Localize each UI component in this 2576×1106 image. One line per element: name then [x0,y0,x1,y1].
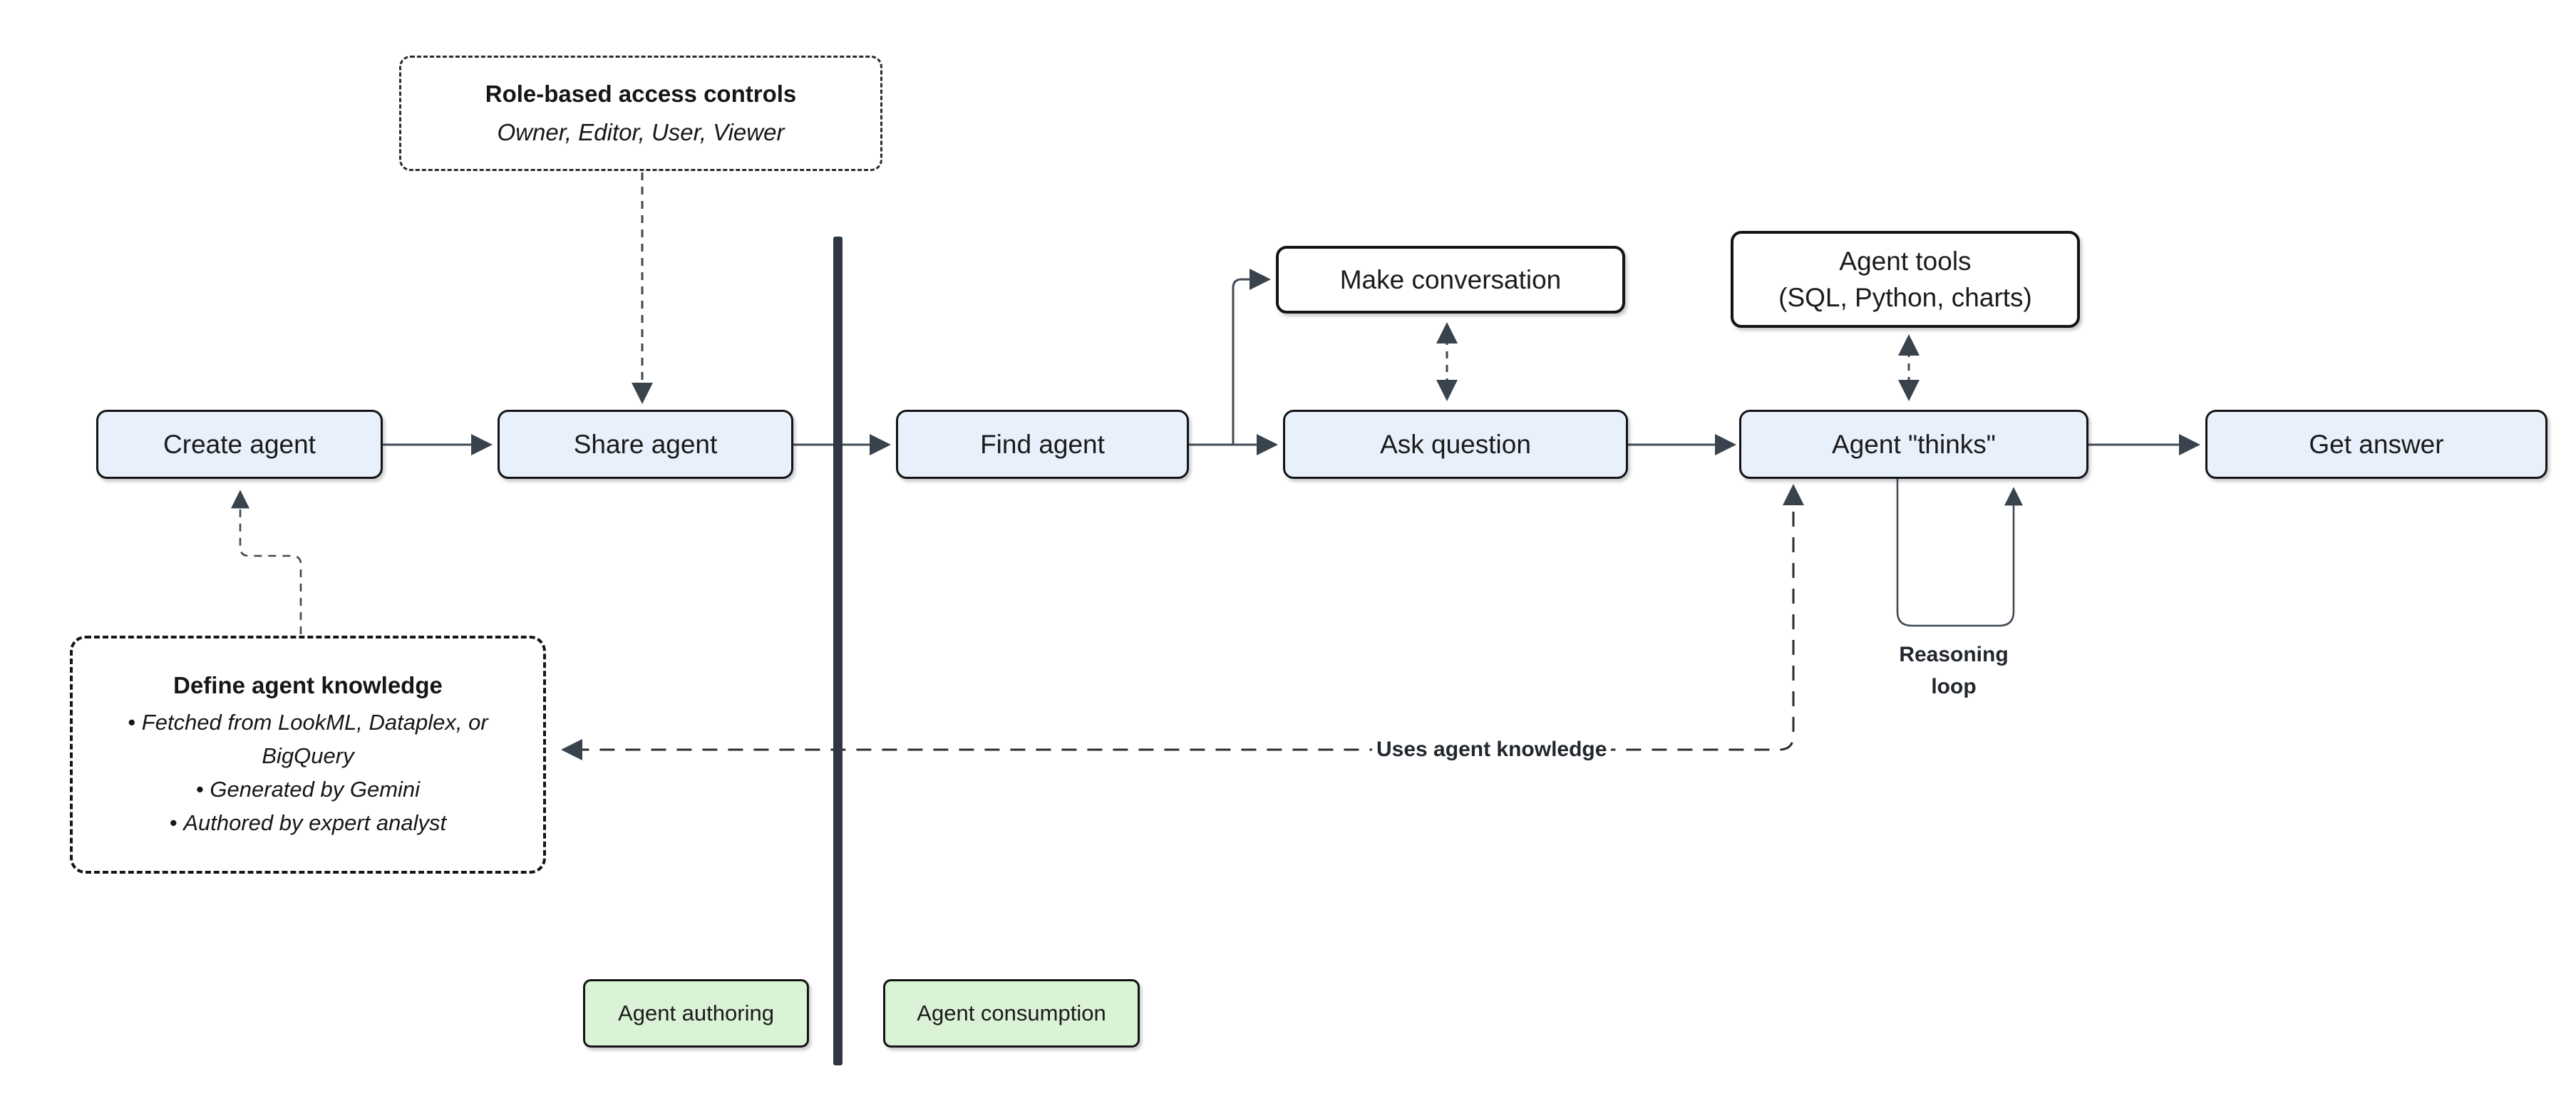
note-knowledge-bullets: Fetched from LookML, Dataplex, or BigQue… [98,706,518,839]
connector-uses-agent-knowledge [561,484,1804,760]
knowledge-bullet-gemini: Generated by Gemini [98,772,518,806]
node-find-agent-label: Find agent [980,429,1105,459]
connector-reasoning-loop [1896,479,2023,627]
note-rbac-roles: Owner, Editor, User, Viewer [497,119,785,145]
node-find-agent: Find agent [896,410,1189,479]
note-knowledge-title: Define agent knowledge [173,672,443,698]
node-agent-tools: Agent tools (SQL, Python, charts) [1731,231,2080,328]
badge-agent-authoring-label: Agent authoring [618,1001,774,1025]
connector-knowledge-to-create [231,490,302,634]
node-agent-thinks: Agent "thinks" [1739,410,2088,479]
badge-agent-consumption: Agent consumption [883,979,1140,1048]
swimlane-divider [833,237,843,1065]
note-rbac-title: Role-based access controls [485,81,797,107]
node-get-answer: Get answer [2205,410,2547,479]
knowledge-bullet-analyst: Authored by expert analyst [98,806,518,839]
label-reasoning-line1: Reasoning [1899,643,2009,666]
node-make-conversation: Make conversation [1276,246,1625,314]
node-share-agent: Share agent [498,410,793,479]
node-ask-question-label: Ask question [1380,429,1531,459]
node-make-conversation-label: Make conversation [1339,264,1562,294]
node-agent-thinks-label: Agent "thinks" [1832,429,1996,459]
node-create-agent-label: Create agent [163,429,316,459]
note-define-agent-knowledge: Define agent knowledge Fetched from Look… [70,636,546,874]
node-agent-tools-label-line1: Agent tools [1839,247,1972,276]
node-create-agent: Create agent [96,410,383,479]
badge-agent-authoring: Agent authoring [583,979,809,1048]
node-agent-tools-label-line2: (SQL, Python, charts) [1778,283,2032,312]
node-ask-question: Ask question [1283,410,1628,479]
label-reasoning-line2: loop [1931,675,1977,698]
node-get-answer-label: Get answer [2309,429,2444,459]
connector-find-to-make-conversation [1232,269,1271,445]
label-reasoning-loop: Reasoning loop [1847,639,2061,703]
knowledge-bullet-sources: Fetched from LookML, Dataplex, or BigQue… [98,706,518,772]
note-role-based-access-controls: Role-based access controls Owner, Editor… [399,56,882,171]
node-share-agent-label: Share agent [573,429,718,459]
label-uses-agent-knowledge: Uses agent knowledge [1372,733,1612,765]
badge-agent-consumption-label: Agent consumption [917,1001,1106,1025]
